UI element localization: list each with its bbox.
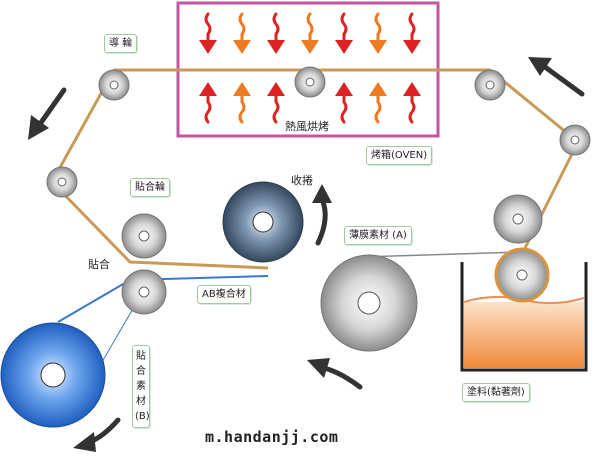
direction-arrow — [312, 184, 332, 246]
backing-roller — [493, 194, 543, 244]
guide-roller — [474, 69, 506, 101]
film-b-roll — [0, 322, 106, 428]
guide-roller — [98, 69, 130, 101]
coating-label: 塗料(黏著劑) — [462, 383, 530, 402]
ab-composite-label: AB複合材 — [197, 285, 251, 304]
laminating-roller-label: 貼合輪 — [130, 178, 170, 197]
film-a-label: 薄膜素材 (A) — [344, 226, 412, 245]
direction-arrow — [307, 358, 363, 390]
footer-url: m.handanjj.com — [205, 428, 339, 446]
heat-arrows-up — [199, 82, 421, 124]
direction-arrow — [28, 87, 67, 140]
guide-roller — [46, 166, 78, 198]
film-a-feed-line — [362, 251, 520, 258]
oven-caption: 熱風烘烤 — [285, 120, 329, 133]
guide-roller — [559, 124, 591, 156]
direction-arrow — [73, 417, 121, 452]
direction-arrow — [528, 57, 585, 97]
winding-label: 收捲 — [291, 174, 313, 187]
rewind-roll — [222, 181, 304, 263]
laminating-label: 貼合 — [88, 258, 110, 271]
guide-roller-label: 導 輪 — [104, 34, 138, 53]
heat-arrows-down — [199, 12, 421, 54]
laminating-roller-top — [121, 213, 167, 259]
laminating-roller-bottom — [121, 269, 167, 315]
oven-label: 烤箱(OVEN) — [366, 146, 433, 165]
coating-roller — [494, 247, 550, 303]
film-a-roll — [320, 254, 418, 352]
guide-roller — [294, 66, 326, 98]
material-b-label: 貼合素材(B) — [132, 345, 150, 428]
